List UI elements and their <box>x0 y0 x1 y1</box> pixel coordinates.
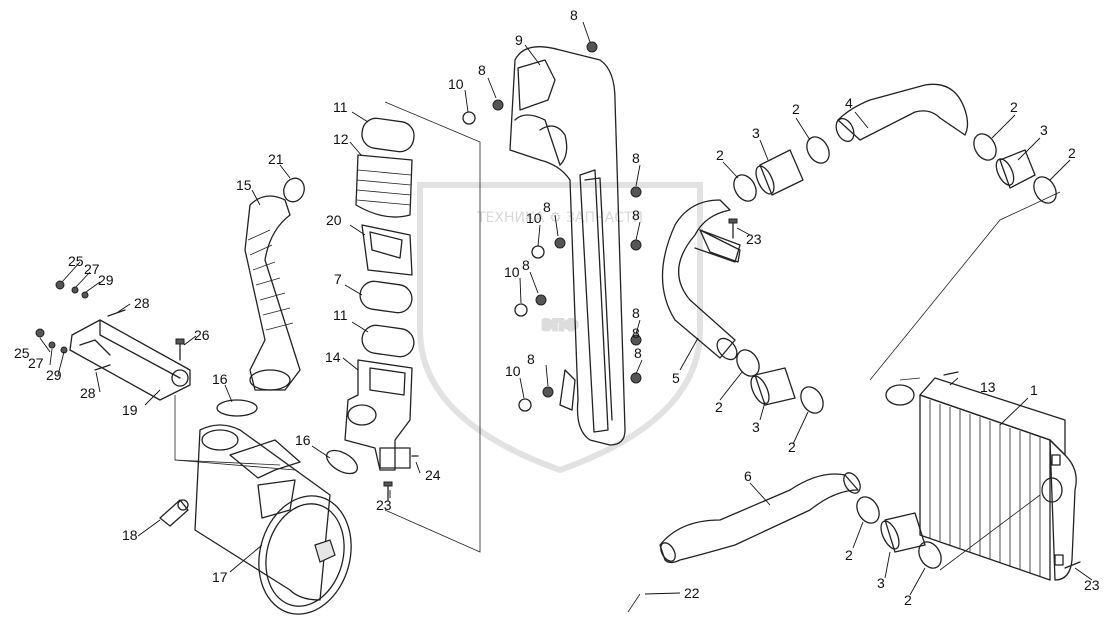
watermark: ТЕХНИКА ⚙ ЗАПЧАСТИ ЭПФ <box>417 182 703 474</box>
callout-label: 8 <box>632 325 640 341</box>
part-18-sensor <box>159 499 189 527</box>
assembly-guide-lines <box>174 101 1061 613</box>
callout-label: 2 <box>1010 99 1018 115</box>
callout-labels: 1 2 2 2 2 2 2 2 2 3 3 3 3 4 5 6 7 8 8 8 … <box>14 7 1100 608</box>
leader-lines <box>39 21 1093 596</box>
part-16-seal-ring <box>216 399 258 417</box>
callout-label: 21 <box>268 151 284 167</box>
callout-label: 8 <box>632 150 640 166</box>
callout-label: 11 <box>333 99 348 115</box>
washers-10 <box>462 111 545 412</box>
callout-label: 8 <box>632 305 640 321</box>
callout-label: 27 <box>84 261 100 277</box>
callout-label: 6 <box>744 468 752 484</box>
callout-label: 8 <box>570 7 578 23</box>
callout-label: 13 <box>980 379 996 395</box>
callout-label: 8 <box>478 62 486 78</box>
callout-label: 28 <box>134 295 150 311</box>
callout-label: 5 <box>672 370 680 386</box>
part-6-lower-pipe <box>659 472 861 564</box>
callout-label: 9 <box>515 32 523 48</box>
callout-label: 10 <box>526 210 542 226</box>
part-9-mounting-bracket <box>509 46 626 446</box>
callout-label: 10 <box>504 264 520 280</box>
center-stack-parts <box>344 117 415 471</box>
callout-label: 14 <box>325 349 341 365</box>
callout-label: 2 <box>792 101 800 117</box>
callout-label: 4 <box>845 95 853 111</box>
callout-label: 28 <box>80 385 96 401</box>
callout-label: 3 <box>1040 122 1048 138</box>
callout-label: 20 <box>326 212 342 228</box>
callout-label: 2 <box>1068 145 1076 161</box>
callout-label: 8 <box>522 257 530 273</box>
callout-label: 15 <box>236 177 252 193</box>
callout-label: 3 <box>752 419 760 435</box>
pipe-bracket <box>699 229 741 263</box>
callout-label: 7 <box>334 271 342 287</box>
callout-label: 16 <box>295 432 311 448</box>
fasteners <box>35 41 1081 569</box>
callout-label: 2 <box>788 439 796 455</box>
callout-label: 2 <box>716 147 724 163</box>
clamps-2 <box>733 133 1057 569</box>
callout-label: 10 <box>505 363 521 379</box>
callout-label: 12 <box>333 131 349 147</box>
callout-label: 29 <box>98 272 114 288</box>
callout-label: 8 <box>543 199 551 215</box>
part-21-clamp <box>283 177 305 203</box>
callout-label: 8 <box>634 345 642 361</box>
callout-label: 25 <box>14 345 30 361</box>
callout-label: 25 <box>68 253 84 269</box>
watermark-big-text: ЭПФ <box>542 318 578 334</box>
part-16-seal-ring <box>325 449 359 475</box>
callout-label: 26 <box>194 327 210 343</box>
callout-label: 2 <box>845 547 853 563</box>
part-5-bent-pipe <box>661 199 741 361</box>
callout-label: 8 <box>632 207 640 223</box>
callout-label: 27 <box>28 355 44 371</box>
bolts <box>35 218 1081 569</box>
part-17-air-filter <box>194 424 352 615</box>
part-1-intercooler <box>885 377 1077 581</box>
callout-label: 8 <box>527 351 535 367</box>
callout-label: 23 <box>1084 577 1100 593</box>
callout-label: 1 <box>1030 382 1038 398</box>
callout-label: 16 <box>212 371 228 387</box>
callout-label: 2 <box>715 399 723 415</box>
part-19-bracket <box>69 319 191 401</box>
callout-label: 22 <box>684 585 700 601</box>
callout-label: 10 <box>448 76 464 92</box>
callout-label: 2 <box>904 592 912 608</box>
callout-label: 23 <box>746 231 762 247</box>
part-4-upper-pipe <box>835 83 969 143</box>
hoses-3 <box>750 149 1036 553</box>
nuts-8 <box>492 41 642 398</box>
callout-label: 24 <box>425 467 441 483</box>
callout-label: 23 <box>376 497 392 513</box>
callout-label: 19 <box>122 402 138 418</box>
callout-label: 3 <box>877 575 885 591</box>
callout-label: 3 <box>752 125 760 141</box>
callout-label: 11 <box>333 307 348 323</box>
callout-label: 17 <box>212 569 228 585</box>
callout-label: 29 <box>46 367 62 383</box>
part-15-hose <box>244 195 301 391</box>
callout-label: 18 <box>122 527 138 543</box>
